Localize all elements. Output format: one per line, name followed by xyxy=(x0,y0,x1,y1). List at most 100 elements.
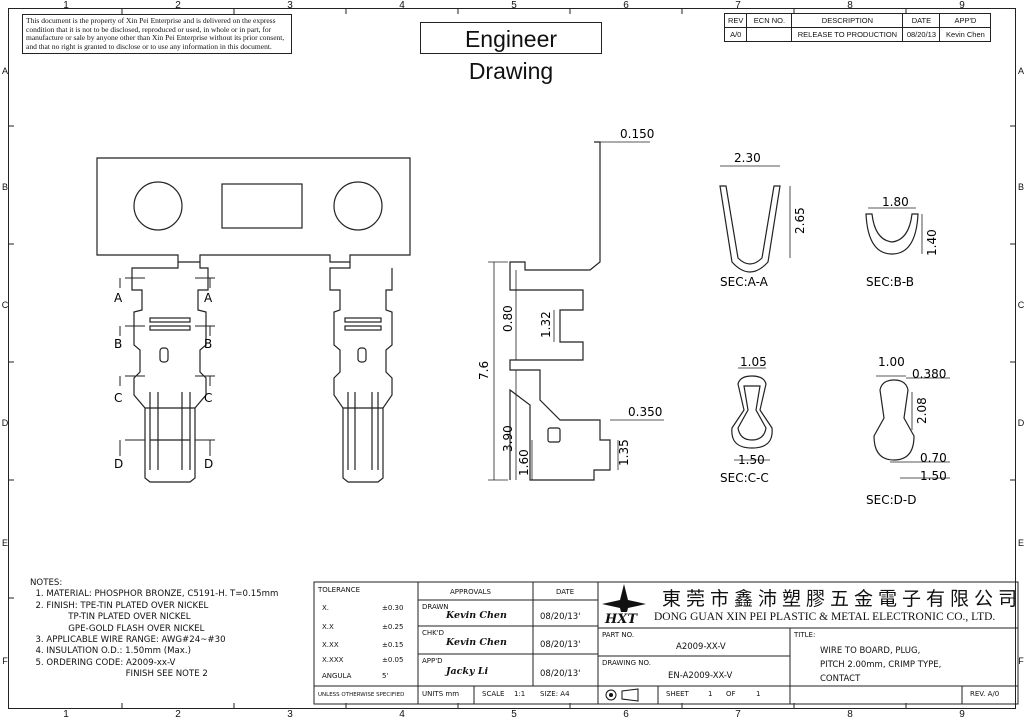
dim-sec-a-width: 2.30 xyxy=(734,151,761,165)
appd-header: APP'D xyxy=(939,13,992,28)
terminal-right-outline xyxy=(329,262,393,483)
rev-value: A/0 xyxy=(723,27,748,42)
note-line: TP-TIN PLATED OVER NICKEL xyxy=(30,612,191,623)
zone-bottom-8: 8 xyxy=(847,709,853,720)
title-line-2: PITCH 2.00mm, CRIMP TYPE, xyxy=(820,660,942,670)
company-name-cn: 東莞市鑫沛塑膠五金電子有限公司 xyxy=(662,588,1023,610)
section-mark-d-right: D xyxy=(204,457,213,471)
dim-sec-c-bottom: 1.50 xyxy=(738,453,765,467)
section-c-shape xyxy=(731,375,773,449)
revision-table: REV ECN NO. DESCRIPTION DATE APP'D A/0 R… xyxy=(723,13,992,42)
zone-right-a: A xyxy=(1017,66,1024,76)
zone-top-4: 4 xyxy=(399,0,405,11)
section-mark-a-right: A xyxy=(204,291,213,305)
zone-top-8: 8 xyxy=(847,0,853,11)
tol-value-5: 5' xyxy=(382,672,389,680)
zone-top-6: 6 xyxy=(623,0,629,11)
date-value: 08/20/13 xyxy=(902,27,941,42)
dim-sec-c-top: 1.05 xyxy=(740,355,767,369)
section-label-d: SEC:D-D xyxy=(866,493,916,507)
zone-top-1: 1 xyxy=(63,0,69,11)
tol-value-4: ±0.05 xyxy=(382,656,404,664)
dim-sec-d-radius: 0.380 xyxy=(912,367,946,381)
tolerance-footer: UNLESS OTHERWISE SPECIFIED xyxy=(318,692,405,698)
section-label-c: SEC:C-C xyxy=(720,471,769,485)
side-view-window xyxy=(547,427,561,443)
zone-bottom-1: 1 xyxy=(63,709,69,720)
notes-block: NOTES: 1. MATERIAL: PHOSPHOR BRONZE, C51… xyxy=(30,578,278,681)
revision-header-row: REV ECN NO. DESCRIPTION DATE APP'D xyxy=(723,13,992,28)
checked-signature: Kevin Chen xyxy=(446,637,507,648)
zone-bottom-2: 2 xyxy=(175,709,181,720)
approvals-header: APPROVALS xyxy=(450,588,491,596)
note-line: GPE-GOLD FLASH OVER NICKEL xyxy=(30,623,205,634)
disclaimer-text: This document is the property of Xin Pei… xyxy=(22,14,292,54)
section-label-a: SEC:A-A xyxy=(720,275,769,289)
drawn-date: 08/20/13' xyxy=(540,612,581,622)
zone-left-c: C xyxy=(1,300,9,310)
title-line-1: WIRE TO BOARD, PLUG, xyxy=(820,646,921,656)
note-line: 4. INSULATION O.D.: 1.50mm (Max.) xyxy=(30,646,191,657)
zone-bottom-5: 5 xyxy=(511,709,517,720)
zone-bottom-4: 4 xyxy=(399,709,405,720)
drawing-no-label: DRAWING NO. xyxy=(602,659,651,667)
terminal-right-window xyxy=(357,347,367,363)
section-mark-a-left: A xyxy=(114,291,123,305)
dim-sec-b-height: 1.40 xyxy=(925,229,939,256)
zone-bottom-3: 3 xyxy=(287,709,293,720)
drawn-signature: Kevin Chen xyxy=(446,610,507,621)
dim-3-90: 3.90 xyxy=(501,425,515,452)
terminal-left-slot-1 xyxy=(149,317,191,323)
title-label: TITLE: xyxy=(794,631,816,639)
approvals-date-header: DATE xyxy=(556,588,575,596)
zone-left-a: A xyxy=(1,66,8,76)
dim-1-32: 1.32 xyxy=(539,311,553,338)
approved-label: APP'D xyxy=(422,657,443,665)
appd-value: Kevin Chen xyxy=(939,27,992,42)
approved-date: 08/20/13' xyxy=(540,669,581,679)
revision-row: A/0 RELEASE TO PRODUCTION 08/20/13 Kevin… xyxy=(723,27,992,42)
scale-label: SCALE xyxy=(482,690,505,698)
of-value: 1 xyxy=(756,690,761,698)
note-line: 3. APPLICABLE WIRE RANGE: AWG#24~#30 xyxy=(30,635,226,646)
terminal-right-slot-1 xyxy=(344,317,382,323)
zone-bottom-9: 9 xyxy=(959,709,965,720)
tol-value-1: ±0.30 xyxy=(382,604,404,612)
drawing-frame xyxy=(8,8,1016,709)
section-d-shape xyxy=(873,379,915,461)
sheet-label: SHEET xyxy=(666,690,689,698)
dim-sec-d-bottom-2: 1.50 xyxy=(920,469,947,483)
section-mark-d-left: D xyxy=(114,457,123,471)
terminal-left-window xyxy=(159,347,169,363)
zone-right-f: F xyxy=(1018,656,1024,666)
section-mark-b-right: B xyxy=(204,337,212,351)
description-value: RELEASE TO PRODUCTION xyxy=(791,27,904,42)
of-label: OF xyxy=(726,690,736,698)
zone-bottom-6: 6 xyxy=(623,709,629,720)
dim-sec-d-height: 2.08 xyxy=(915,397,929,424)
zone-left-b: B xyxy=(1,182,8,192)
zone-top-7: 7 xyxy=(735,0,741,11)
dim-sec-d-bottom-1: 0.70 xyxy=(920,451,947,465)
zone-right-d: D xyxy=(1017,418,1025,428)
zone-right-c: C xyxy=(1017,300,1025,310)
rev-value-footer: REV. A/0 xyxy=(970,690,1000,698)
terminal-right-slot-2 xyxy=(344,325,382,331)
company-name-en: DONG GUAN XIN PEI PLASTIC & METAL ELECTR… xyxy=(654,611,996,623)
drawn-label: DRAWN xyxy=(422,603,449,611)
note-line: 1. MATERIAL: PHOSPHOR BRONZE, C5191-H. T… xyxy=(30,589,279,600)
zone-top-5: 5 xyxy=(511,0,517,11)
tol-label-2: X.X xyxy=(322,623,334,631)
part-no-value: A2009-XX-V xyxy=(676,642,726,652)
tol-label-1: X. xyxy=(322,604,330,612)
company-logo-text: HXT xyxy=(604,612,639,627)
sheet-value: 1 xyxy=(708,690,713,698)
projection-symbol-icon xyxy=(605,688,639,702)
note-line: 5. ORDERING CODE: A2009-xx-V xyxy=(30,657,176,668)
pilot-hole-left xyxy=(133,181,183,231)
dim-sec-d-top: 1.00 xyxy=(878,355,905,369)
units: UNITS mm xyxy=(422,690,460,698)
tol-value-3: ±0.15 xyxy=(382,641,404,649)
section-mark-c-right: C xyxy=(204,391,212,405)
